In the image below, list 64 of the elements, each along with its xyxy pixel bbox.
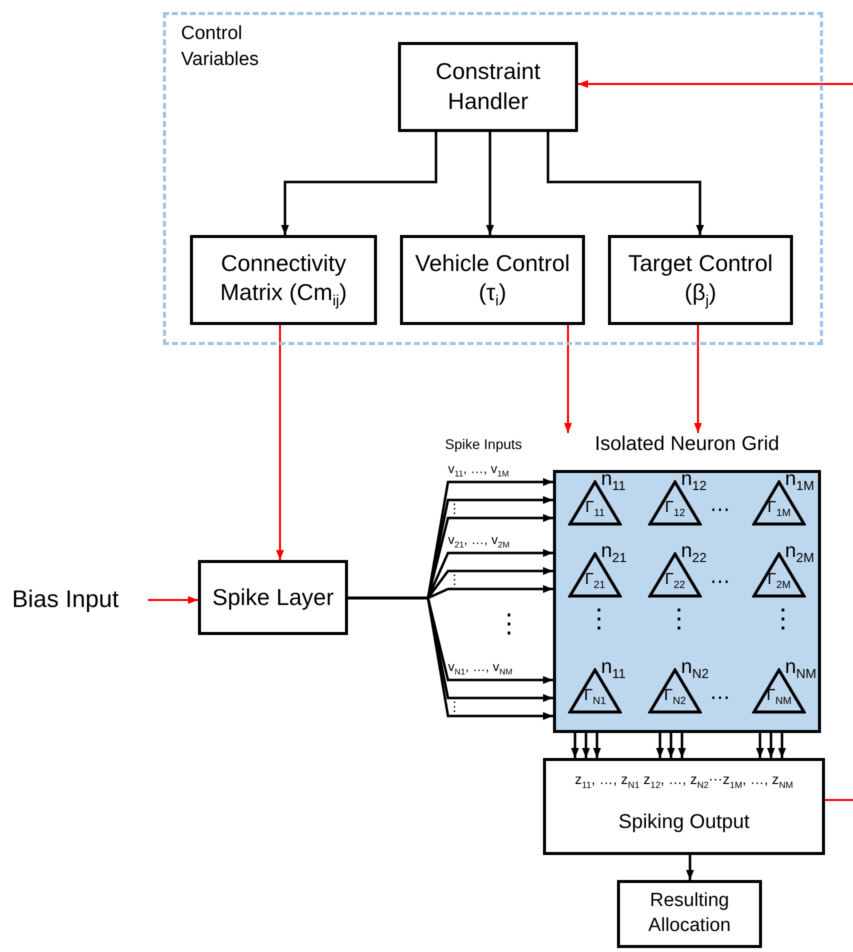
group-frame (163, 12, 823, 345)
node-label: n$_{22}$ (681, 540, 707, 565)
node-label: n$_{2M}$ (785, 540, 814, 565)
ellipsis-mark: ⋮ (770, 605, 796, 631)
process-box: Connectivity Matrix (Cm$_{ij}$) (190, 235, 377, 325)
arrow (571, 733, 579, 758)
node-label: n$_{12}$ (681, 468, 707, 493)
process-box: Resulting Allocation (617, 880, 762, 948)
group-label: Control Variables (181, 22, 260, 72)
connector-line (825, 799, 853, 801)
input-label: Bias Input (12, 578, 148, 622)
node-label: n$_{11}$ (601, 468, 626, 493)
arrow (148, 596, 198, 604)
arrow (678, 733, 686, 758)
arrow (593, 733, 601, 758)
triangle-label: Γ$_{2M}$ (766, 571, 792, 592)
ellipsis-mark: ⋯ (710, 572, 730, 592)
node-label: n$_{11}$ (601, 656, 626, 681)
arrow (486, 132, 494, 235)
process-box: Target Control (β$_{j}$) (608, 235, 793, 325)
triangle-label: Γ$_{N1}$ (582, 687, 608, 708)
ellipsis-mark: ⋮ (666, 605, 692, 631)
box-title: Spiking Output (617, 811, 751, 834)
triangle-label: Γ$_{1M}$ (766, 499, 792, 520)
arrow (778, 733, 786, 758)
edge-label: v$_{11}$, …, v$_{1M}$ (448, 462, 509, 478)
node-label: n$_{N2}$ (681, 656, 709, 681)
process-box: Constraint Handler (398, 42, 578, 132)
arrow (281, 132, 438, 235)
ellipsis-mark: ⋯ (710, 500, 730, 520)
process-box: Spike Layer (198, 560, 348, 635)
output-box (543, 758, 825, 855)
edge-label: v$_{N1}$, …, v$_{NM}$ (448, 660, 512, 676)
edge-label: ⋮ (448, 502, 461, 515)
node-label: n$_{NM}$ (785, 656, 816, 681)
triangle-label: Γ$_{12}$ (664, 499, 686, 520)
output-symbols: z$_{11}$, …, z$_{N1}$ z$_{12}$, …, z$_{N2}$⋯z$_{1M}$, …, z$_{NM}$ (574, 771, 794, 790)
triangle-label: Γ$_{21}$ (584, 571, 606, 592)
arrow (582, 733, 590, 758)
arrow (276, 325, 284, 560)
edge-label: ⋮ (448, 700, 461, 713)
arrow (578, 80, 853, 88)
process-box: Vehicle Control (τ$_{i}$) (400, 235, 585, 325)
triangle-label: Γ$_{N2}$ (662, 687, 688, 708)
node-label: n$_{21}$ (601, 540, 627, 565)
arrow (564, 325, 572, 433)
triangle-label: Γ$_{22}$ (664, 571, 686, 592)
arrow (667, 733, 675, 758)
triangle-label: Γ$_{11}$ (584, 499, 606, 520)
triangle-label: Γ$_{NM}$ (766, 687, 792, 708)
ellipsis-mark: ⋮ (496, 610, 522, 636)
arrow (546, 132, 704, 235)
arrow (686, 855, 694, 880)
arrow (656, 733, 664, 758)
edge-label: ⋮ (448, 573, 461, 586)
arrow (756, 733, 764, 758)
grid-title: Isolated Neuron Grid (594, 433, 780, 456)
ellipsis-mark: ⋮ (586, 605, 612, 631)
arrow (694, 325, 702, 433)
ellipsis-mark: ⋯ (710, 688, 730, 708)
node-label: n$_{1M}$ (785, 468, 814, 493)
edge-label: v$_{21}$, …, v$_{2M}$ (448, 533, 510, 550)
section-label: Spike Inputs (445, 437, 522, 451)
arrow (767, 733, 775, 758)
